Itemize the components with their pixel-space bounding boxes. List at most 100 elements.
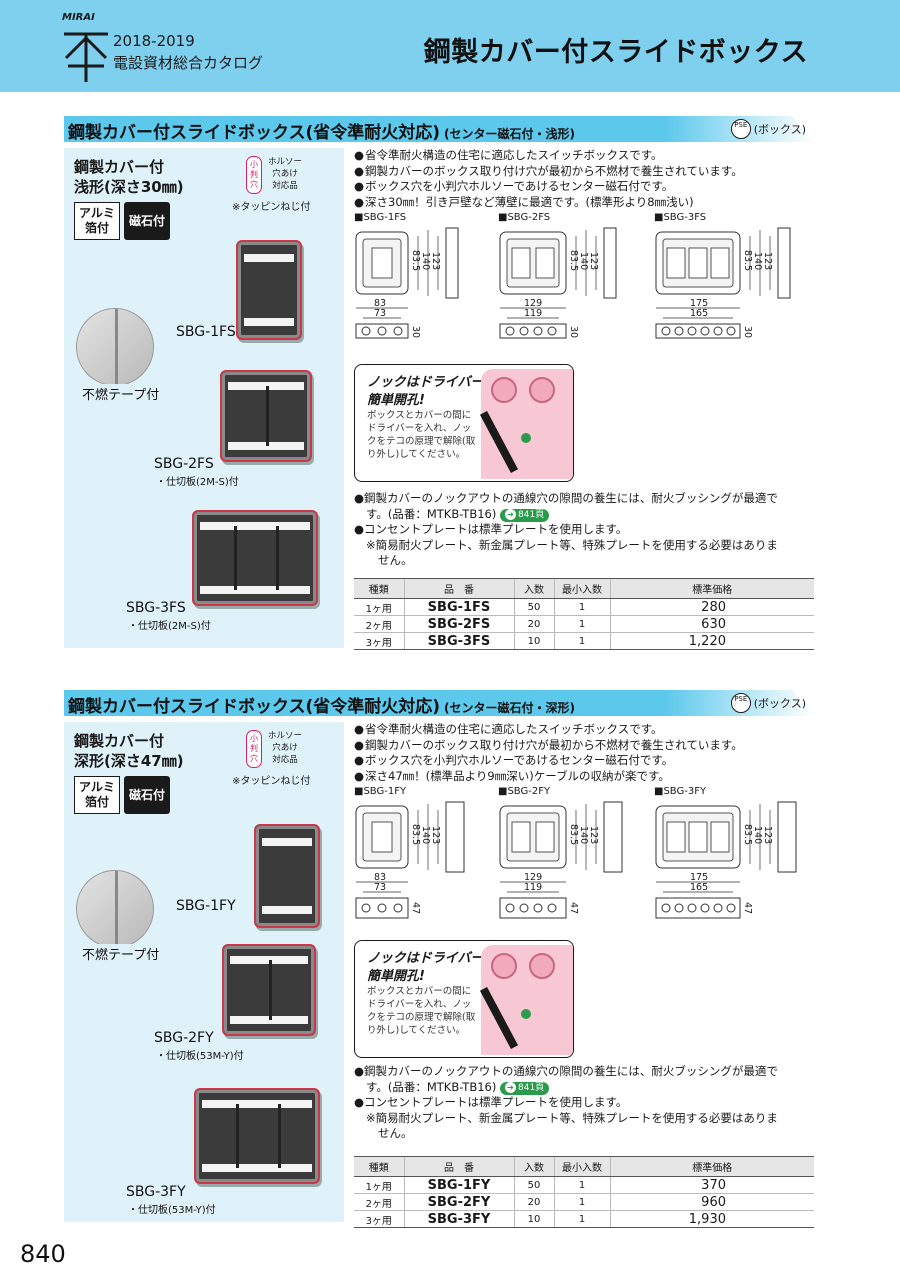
holesaw-note-line: 対応品 xyxy=(272,181,298,191)
product-name: 鋼製カバー付 xyxy=(74,158,165,176)
knock-title: ノックはドライバーで xyxy=(367,375,496,390)
cell-type: 2ヶ用 xyxy=(354,1193,404,1211)
price-table: 種類 品 番 入数 最小入数 標準価格 1ヶ用 SBG-1FS 50 1 280… xyxy=(354,578,814,650)
product-image-1gang xyxy=(236,240,302,340)
dim-h1: 83.5 xyxy=(410,250,421,272)
dim-w-outer: 129 xyxy=(524,298,543,309)
col-header: 入数 xyxy=(513,578,554,599)
dimension-diagram-1gang: SBG-1FY 83.5 140 123 83 73 47 xyxy=(354,786,494,924)
col-header: 種類 xyxy=(354,578,404,599)
dim-w-inner: 165 xyxy=(690,308,709,319)
catalog-year: 2018-2019 xyxy=(113,32,195,50)
table-row: 1ヶ用 SBG-1FY 50 1 370 xyxy=(354,1176,814,1194)
knockout-image xyxy=(479,369,573,479)
cell-type: 2ヶ用 xyxy=(354,615,404,633)
dim-h2: 140 xyxy=(752,826,763,845)
product-image-3gang xyxy=(194,1088,320,1184)
cell-min-qty: 1 xyxy=(553,1176,610,1194)
pse-icon: PSE xyxy=(730,693,751,713)
box-front-diagram xyxy=(355,801,465,919)
feature-item: 鋼製カバーのボックス取り付け穴が最初から不燃材で養生されています。 xyxy=(354,164,743,180)
cell-price: 630 xyxy=(609,615,814,633)
section-subtitle: (センター磁石付・浅形) xyxy=(444,127,576,141)
diagram-label: SBG-1FY xyxy=(354,786,406,797)
dim-h3: 123 xyxy=(588,826,599,845)
screwdriver-icon xyxy=(479,410,519,474)
dim-h3: 123 xyxy=(588,252,599,271)
dim-h3: 123 xyxy=(762,826,773,845)
knock-title: ノックはドライバーで xyxy=(367,951,496,966)
box-front-diagram xyxy=(499,801,623,919)
model-label: SBG-1FS xyxy=(176,324,236,340)
cell-qty: 10 xyxy=(513,632,554,650)
knockout-info-box: ノックはドライバーで 簡単開孔! ボックスとカバーの間にドライバーを入れ、ノック… xyxy=(354,364,574,482)
knock-description: ボックスとカバーの間にドライバーを入れ、ノックをテコの原理で解除(取り外し)して… xyxy=(367,410,476,460)
diagram-label: SBG-3FY xyxy=(654,786,706,797)
page-ref-badge[interactable]: ➔841頁 xyxy=(500,508,550,522)
cell-price: 280 xyxy=(609,598,814,616)
note-item: コンセントプレートは標準プレートを使用します。 xyxy=(354,1095,778,1111)
note-item: コンセントプレートは標準プレートを使用します。 xyxy=(354,522,778,538)
col-header: 品 番 xyxy=(403,578,514,599)
dim-h2: 140 xyxy=(578,252,589,271)
knock-description: ボックスとカバーの間にドライバーを入れ、ノックをテコの原理で解除(取り外し)して… xyxy=(367,986,476,1036)
dim-depth: 30 xyxy=(410,326,421,339)
dim-h2: 140 xyxy=(420,826,431,845)
holesaw-note-line: ホルソー xyxy=(268,157,303,167)
page-header: MIRAI 2018-2019 電設資材総合カタログ 鋼製カバー付スライドボック… xyxy=(0,0,900,92)
section-deep: 鋼製カバー付スライドボックス(省令準耐火対応)(センター磁石付・深形) PSE … xyxy=(64,690,814,1230)
dimension-diagram-1gang: SBG-1FS 83.5 140 123 83 73 30 xyxy=(354,212,494,350)
dim-w-inner: 165 xyxy=(690,882,709,893)
col-header: 最小入数 xyxy=(553,578,610,599)
dim-depth: 30 xyxy=(568,326,579,339)
section-title-text: 鋼製カバー付スライドボックス(省令準耐火対応) xyxy=(68,123,441,143)
price-table: 種類 品 番 入数 最小入数 標準価格 1ヶ用 SBG-1FY 50 1 370… xyxy=(354,1156,814,1228)
box-front-diagram xyxy=(355,227,459,339)
dim-h2: 140 xyxy=(752,252,763,271)
dim-h3: 123 xyxy=(430,252,441,271)
table-row: 2ヶ用 SBG-2FY 20 1 960 xyxy=(354,1193,814,1211)
arrow-right-icon: ➔ xyxy=(505,1081,516,1093)
pse-label: (ボックス) xyxy=(753,697,806,710)
usage-notes: 鋼製カバーのノックアウトの通線穴の隙間の養生には、耐火ブッシングが最適で す。(… xyxy=(354,491,778,569)
dim-h2: 140 xyxy=(578,826,589,845)
cell-min-qty: 1 xyxy=(553,598,610,616)
cell-part-number: SBG-1FS xyxy=(403,598,514,616)
usage-notes: 鋼製カバーのノックアウトの通線穴の隙間の養生には、耐火ブッシングが最適で す。(… xyxy=(354,1064,778,1142)
table-row: 1ヶ用 SBG-1FS 50 1 280 xyxy=(354,598,814,616)
page-ref-badge[interactable]: ➔841頁 xyxy=(500,1081,550,1095)
page-number: 840 xyxy=(20,1240,66,1268)
model-label: SBG-2FS xyxy=(154,456,214,472)
feature-item: 鋼製カバーのボックス取り付け穴が最初から不燃材で養生されています。 xyxy=(354,738,743,754)
spec-panel: 省令準耐火構造の住宅に適応したスイッチボックスです。 鋼製カバーのボックス取り付… xyxy=(354,722,814,1228)
feature-item: ボックス穴を小判穴ホルソーであけるセンター磁石付です。 xyxy=(354,753,743,769)
cell-price: 960 xyxy=(609,1193,814,1211)
holesaw-note-line: ホルソー xyxy=(268,731,303,741)
product-image-3gang xyxy=(192,510,318,606)
dim-h1: 83.5 xyxy=(742,250,753,272)
holesaw-note-line: 対応品 xyxy=(272,755,298,765)
diagram-label: SBG-3FS xyxy=(654,212,706,223)
dim-w-outer: 175 xyxy=(690,298,709,309)
cell-qty: 10 xyxy=(513,1210,554,1228)
cell-min-qty: 1 xyxy=(553,1210,610,1228)
screwdriver-icon xyxy=(479,986,519,1050)
table-header-row: 種類 品 番 入数 最小入数 標準価格 xyxy=(354,1156,814,1177)
cell-min-qty: 1 xyxy=(553,615,610,633)
page-ref-text: 841頁 xyxy=(518,509,545,520)
dim-depth: 47 xyxy=(742,902,753,915)
cell-price: 370 xyxy=(609,1176,814,1194)
table-row: 3ヶ用 SBG-3FS 10 1 1,220 xyxy=(354,632,814,650)
col-header: 種類 xyxy=(354,1156,404,1177)
spec-panel: 省令準耐火構造の住宅に適応したスイッチボックスです。 鋼製カバーのボックス取り付… xyxy=(354,148,814,650)
page-title: 鋼製カバー付スライドボックス xyxy=(423,37,808,68)
cell-min-qty: 1 xyxy=(553,1193,610,1211)
section-title-bar: 鋼製カバー付スライドボックス(省令準耐火対応)(センター磁石付・浅形) PSE … xyxy=(64,116,814,143)
diagram-label: SBG-2FY xyxy=(498,786,550,797)
mirai-logo-icon xyxy=(64,32,108,82)
dim-w-outer: 83 xyxy=(374,872,387,883)
dim-w-inner: 119 xyxy=(524,882,543,893)
dim-depth: 47 xyxy=(568,902,579,915)
dim-h3: 123 xyxy=(430,826,441,845)
brand-text: MIRAI xyxy=(62,12,95,23)
